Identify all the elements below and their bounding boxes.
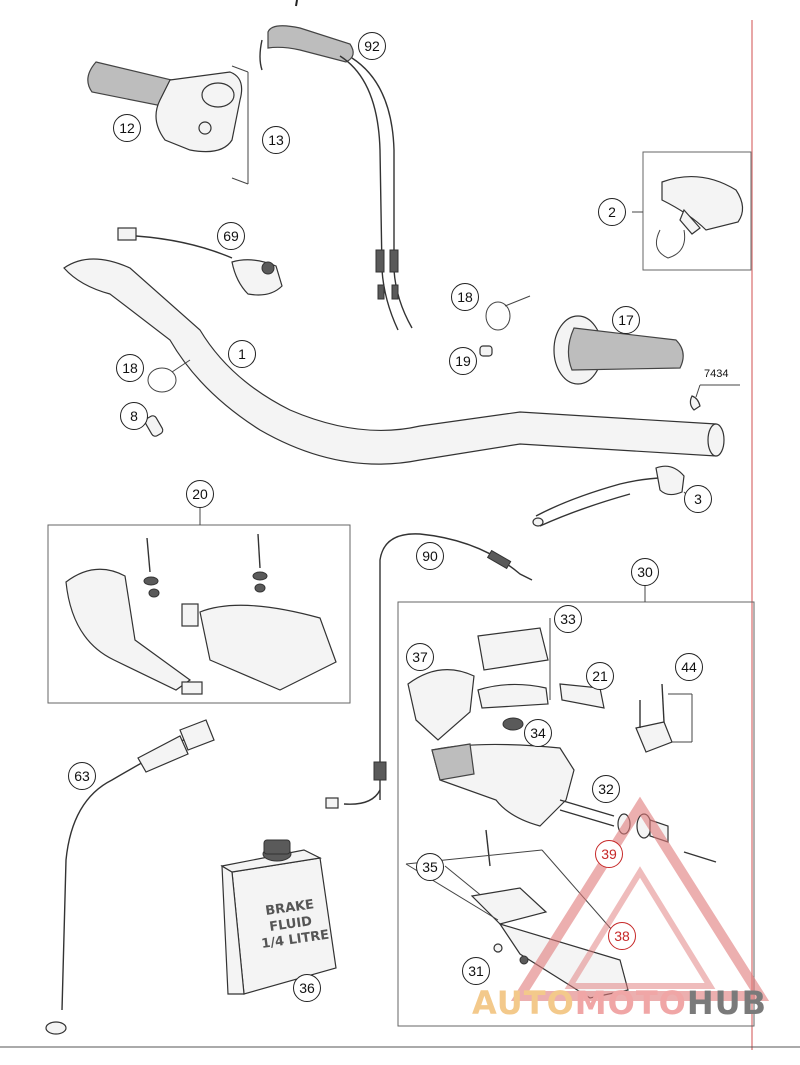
callout-c3[interactable]: 3 [684,485,712,513]
part-7434-label: 7434 [704,368,729,380]
callout-c36[interactable]: 36 [293,974,321,1002]
callout-c69[interactable]: 69 [217,222,245,250]
throttle-grip-part [87,61,249,185]
callout-c17[interactable]: 17 [612,306,640,334]
callout-c13[interactable]: 13 [262,126,290,154]
watermark-text: AUTOMOTOHUB [472,984,767,1022]
callout-c18b[interactable]: 18 [116,354,144,382]
callout-c2[interactable]: 2 [598,198,626,226]
callout-c12[interactable]: 12 [113,114,141,142]
handlebar-part [63,258,725,465]
callout-c35[interactable]: 35 [416,853,444,881]
brake-line-part [45,719,215,1035]
callout-c34[interactable]: 34 [524,719,552,747]
top-mark [295,0,298,7]
cable-ties-part [144,295,531,437]
callout-c90[interactable]: 90 [416,542,444,570]
callout-c8[interactable]: 8 [120,402,148,430]
left-grip-part [553,315,740,411]
handguard-bracket-part [632,151,752,271]
callout-c21[interactable]: 21 [586,662,614,690]
callout-c63[interactable]: 63 [68,762,96,790]
callout-c92[interactable]: 92 [358,32,386,60]
callout-c31[interactable]: 31 [462,957,490,985]
clutch-cable-part [325,533,533,809]
callout-c39[interactable]: 39 [595,840,623,868]
callout-c18a[interactable]: 18 [451,283,479,311]
watermark-part2: MOTO [574,984,687,1022]
throttle-cables-part [259,25,413,331]
callout-c37[interactable]: 37 [406,643,434,671]
callout-c1[interactable]: 1 [228,340,256,368]
brake-fluid-bottle-part: BRAKE FLUID 1/4 LITRE [220,839,337,995]
bottle-label-line1: BRAKE [264,897,315,919]
callout-c44[interactable]: 44 [675,653,703,681]
kill-switch-part [117,227,283,296]
brake-master-cylinder-part [397,586,755,1027]
callout-c19[interactable]: 19 [449,347,477,375]
callout-c38[interactable]: 38 [608,922,636,950]
watermark-part3: HUB [686,984,768,1022]
watermark-logo [510,796,770,1001]
callout-c20[interactable]: 20 [186,480,214,508]
bottle-label-line2: FLUID [268,914,313,935]
callout-c32[interactable]: 32 [592,775,620,803]
handguards-part [47,508,351,704]
callout-c30[interactable]: 30 [631,558,659,586]
watermark-part1: AUTO [472,984,575,1022]
callout-c33[interactable]: 33 [554,605,582,633]
clutch-switch-part [532,465,689,527]
